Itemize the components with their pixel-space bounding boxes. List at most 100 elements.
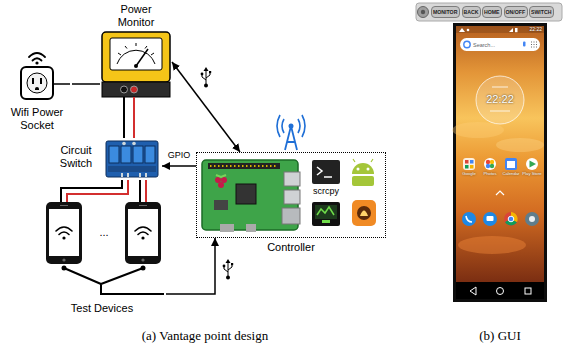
- usb-merge-symbol: [64, 268, 164, 294]
- phone-screenshot: [484, 158, 496, 170]
- power-monitor-icon: [102, 82, 170, 97]
- phone-screenshot: [486, 164, 490, 168]
- wifi-power-socket-icon: [35, 87, 39, 90]
- button-label: BACK: [464, 7, 479, 17]
- node-heading: Power Monitor: [108, 3, 164, 28]
- tool-name: scrcpy: [304, 186, 348, 196]
- phone-icon: [141, 236, 144, 239]
- wireless-antenna-icon: [277, 115, 305, 150]
- raspberry-pi-board: [282, 208, 300, 224]
- button-label: MONITOR: [433, 7, 458, 17]
- phone-screenshot: [492, 87, 508, 88]
- power-wires-line: [61, 180, 122, 202]
- raspberry-pi-board: [208, 163, 280, 169]
- phone-icon: [135, 227, 151, 235]
- phone-screenshot: [456, 26, 544, 282]
- phone-screenshot: [508, 216, 514, 222]
- power-wires: [124, 97, 134, 138]
- raspberry-pi-board: [284, 190, 300, 204]
- phone-screenshot: [515, 28, 518, 32]
- software-icons: [312, 202, 340, 226]
- power-monitor-icon: [131, 86, 138, 93]
- relay-module-icon: [122, 142, 126, 146]
- search-hint: Search...: [473, 42, 517, 48]
- power-monitor-icon: [117, 50, 155, 64]
- relay-module-icon: [106, 141, 158, 177]
- power-cable-line: [72, 83, 100, 85]
- phone-screenshot: [458, 236, 526, 254]
- phone-screenshot: [496, 138, 544, 152]
- phone-screenshot: [490, 160, 494, 164]
- power-monitor-icon: [102, 32, 170, 97]
- usb-link-line: [166, 238, 215, 294]
- power-monitor-icon: [102, 32, 170, 82]
- software-icons: [317, 167, 322, 175]
- subfigure-caption-holder: (b) GUI: [440, 329, 560, 344]
- power-wires-line: [145, 180, 147, 202]
- app-name: Calendar: [499, 172, 523, 177]
- status-time: 22:22: [516, 27, 542, 33]
- relay-module-icon: [106, 141, 158, 177]
- status-time-holder: 22:22: [516, 27, 542, 33]
- relay-module-icon: [145, 173, 147, 177]
- phone-screenshot: [452, 23, 547, 302]
- power-wires-line: [139, 180, 141, 202]
- raspberry-pi-board: [214, 200, 228, 210]
- relay-module-icon: [108, 166, 156, 172]
- phone-screenshot: [523, 42, 526, 47]
- phone-icon: [56, 227, 72, 235]
- software-icons: [352, 200, 376, 226]
- app-name: Photos: [478, 172, 502, 177]
- gui-button: ON/OFF: [504, 6, 528, 18]
- usb-merge-symbol: [62, 266, 67, 271]
- phone-screenshot: [470, 160, 474, 164]
- phone-screenshot: [459, 28, 465, 32]
- button-label: ON/OFF: [506, 7, 526, 17]
- raspberry-pi-board: [218, 182, 224, 188]
- phone-screenshot: [509, 28, 513, 32]
- app-name-holder: Photos: [478, 172, 502, 177]
- phone-screenshot: [487, 216, 494, 221]
- relay-module-icon: [139, 173, 141, 177]
- software-icons: [357, 168, 360, 171]
- node-label: Controller: [196, 241, 386, 254]
- gui-button: BACK: [462, 6, 481, 18]
- node-label: Circuit Switch: [50, 144, 102, 169]
- software-icons: [322, 220, 330, 223]
- phone-icon: [125, 202, 161, 264]
- clock-time: 22:22: [470, 93, 530, 106]
- gui-toolbar: [416, 3, 562, 21]
- raspberry-pi-board: [236, 184, 256, 204]
- phone-screenshot: [470, 165, 474, 169]
- ellipsis-holder: ...: [91, 226, 117, 239]
- phone-screenshot: [483, 212, 497, 226]
- signal-name: GPIO: [167, 150, 192, 160]
- phone-screenshot: [470, 287, 476, 295]
- phone-screenshot: [490, 164, 494, 168]
- relay-module-icon: [133, 146, 143, 163]
- phone-screenshot: [467, 29, 470, 32]
- gui-button: HOME: [482, 6, 502, 18]
- phone-screenshot: [497, 288, 504, 295]
- phone-screenshot: [507, 161, 515, 168]
- relay-module-icon: [145, 146, 155, 163]
- app-name-holder: Calendar: [499, 172, 523, 177]
- search-hint-holder: Search...: [473, 42, 517, 48]
- app-name-holder: Play Store: [520, 172, 544, 177]
- gpio-link-line: [162, 165, 196, 167]
- gui-toolbar: [418, 7, 429, 18]
- phone-icon: [62, 258, 65, 261]
- gui-toolbar: [421, 10, 425, 14]
- clock-time-holder: 22:22: [470, 93, 530, 106]
- gpio-link: [162, 166, 196, 167]
- software-icons: [324, 176, 332, 178]
- power-monitor-icon: [136, 49, 148, 66]
- phone-screenshot: [530, 161, 537, 168]
- raspberry-pi-board: [220, 224, 234, 232]
- controller-box: scrcpyController: [196, 152, 388, 258]
- raspberry-pi-board: [221, 177, 227, 183]
- relay-module-icon: [121, 146, 131, 163]
